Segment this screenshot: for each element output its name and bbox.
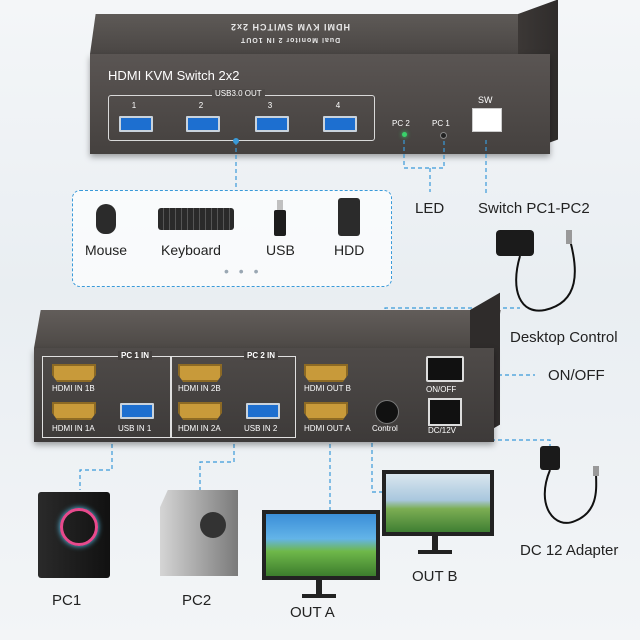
hdd-label: HDD (334, 242, 365, 258)
usb-in-2-label: USB IN 2 (244, 424, 278, 433)
usb-port-2-number: 2 (198, 101, 204, 110)
dc-adapter-cable-icon (543, 466, 599, 524)
keyboard-label: Keyboard (161, 242, 221, 258)
pc2-label: PC2 (182, 592, 212, 609)
dc-power-port[interactable] (428, 398, 462, 426)
usb-in-2-port[interactable] (246, 403, 280, 419)
hdmi-out-b-label: HDMI OUT B (304, 384, 351, 393)
usb-port-1-number: 1 (131, 101, 137, 110)
usb-stick-connector-icon (277, 200, 283, 210)
pc1-fan-icon (60, 508, 98, 546)
hdmi-out-a-label: HDMI OUT A (304, 424, 351, 433)
hdmi-in-1a-port[interactable] (52, 402, 96, 420)
switch-button[interactable] (472, 108, 502, 132)
mouse-icon (96, 204, 116, 234)
led-pc1-indicator (440, 132, 447, 139)
desktop-control-callout: Desktop Control (510, 329, 618, 346)
usb-out-header: USB3.0 OUT (212, 89, 265, 98)
pc2-tower-icon (160, 490, 238, 576)
sw-label: SW (478, 95, 493, 105)
hdmi-in-2b-label: HDMI IN 2B (178, 384, 221, 393)
desktop-control-cable-icon (515, 230, 576, 312)
switch-callout: Switch PC1-PC2 (478, 200, 590, 217)
power-switch-label: ON/OFF (426, 385, 457, 394)
on-off-callout: ON/OFF (548, 367, 605, 384)
usb-label: USB (266, 242, 295, 258)
hdd-icon (338, 198, 360, 236)
pc2-in-title: PC 2 IN (244, 351, 279, 360)
hdmi-in-1b-label: HDMI IN 1B (52, 384, 95, 393)
pc2-fan-icon (200, 512, 226, 538)
device-title: HDMI KVM Switch 2x2 (108, 68, 240, 83)
back-device-face (34, 348, 494, 442)
hdmi-in-2a-label: HDMI IN 2A (178, 424, 221, 433)
led-pc2-label: PC 2 (392, 119, 410, 128)
control-label: Control (372, 424, 398, 433)
monitor-b-base (418, 550, 452, 554)
hdmi-out-b-port[interactable] (304, 364, 348, 382)
monitor-a-screen (262, 510, 380, 580)
usb-in-1-label: USB IN 1 (118, 424, 152, 433)
usb-out-port-4[interactable] (323, 116, 357, 132)
desktop-control-puck-icon (496, 230, 534, 256)
hdmi-in-2b-port[interactable] (178, 364, 222, 382)
pc1-in-title: PC 1 IN (118, 351, 153, 360)
usb-in-1-port[interactable] (120, 403, 154, 419)
monitor-b-screen (382, 470, 494, 536)
usb-out-port-1[interactable] (119, 116, 153, 132)
front-device-face (90, 54, 550, 154)
out-b-label: OUT B (412, 568, 458, 585)
out-a-label: OUT A (290, 604, 335, 621)
led-pc1-label: PC 1 (432, 119, 450, 128)
usb-out-port-3[interactable] (255, 116, 289, 132)
power-switch[interactable] (426, 356, 464, 382)
mouse-label: Mouse (85, 242, 128, 258)
dc-adapter-icon (540, 446, 560, 470)
hdmi-in-1a-label: HDMI IN 1A (52, 424, 95, 433)
led-pc2-indicator (402, 132, 407, 137)
usb-stick-icon (274, 210, 286, 236)
dc-adapter-callout: DC 12 Adapter (520, 542, 619, 559)
hdmi-in-2a-port[interactable] (178, 402, 222, 420)
usb-port-3-number: 3 (267, 101, 273, 110)
keyboard-icon (158, 208, 234, 230)
back-device-top (34, 310, 501, 348)
monitor-a-base (302, 594, 336, 598)
monitor-a-stand (316, 580, 322, 596)
hdmi-out-a-port[interactable] (304, 402, 348, 420)
pc1-label: PC1 (52, 592, 82, 609)
monitor-b-stand (432, 536, 438, 552)
pc2-in-group (170, 356, 296, 438)
control-port[interactable] (375, 400, 399, 424)
usb-port-4-number: 4 (335, 101, 341, 110)
led-callout: LED (415, 200, 445, 217)
hdmi-in-1b-port[interactable] (52, 364, 96, 382)
more-dots: • • • (224, 263, 262, 279)
dc-port-label: DC/12V (428, 426, 457, 435)
usb-out-port-2[interactable] (186, 116, 220, 132)
pc1-in-group (42, 356, 172, 438)
